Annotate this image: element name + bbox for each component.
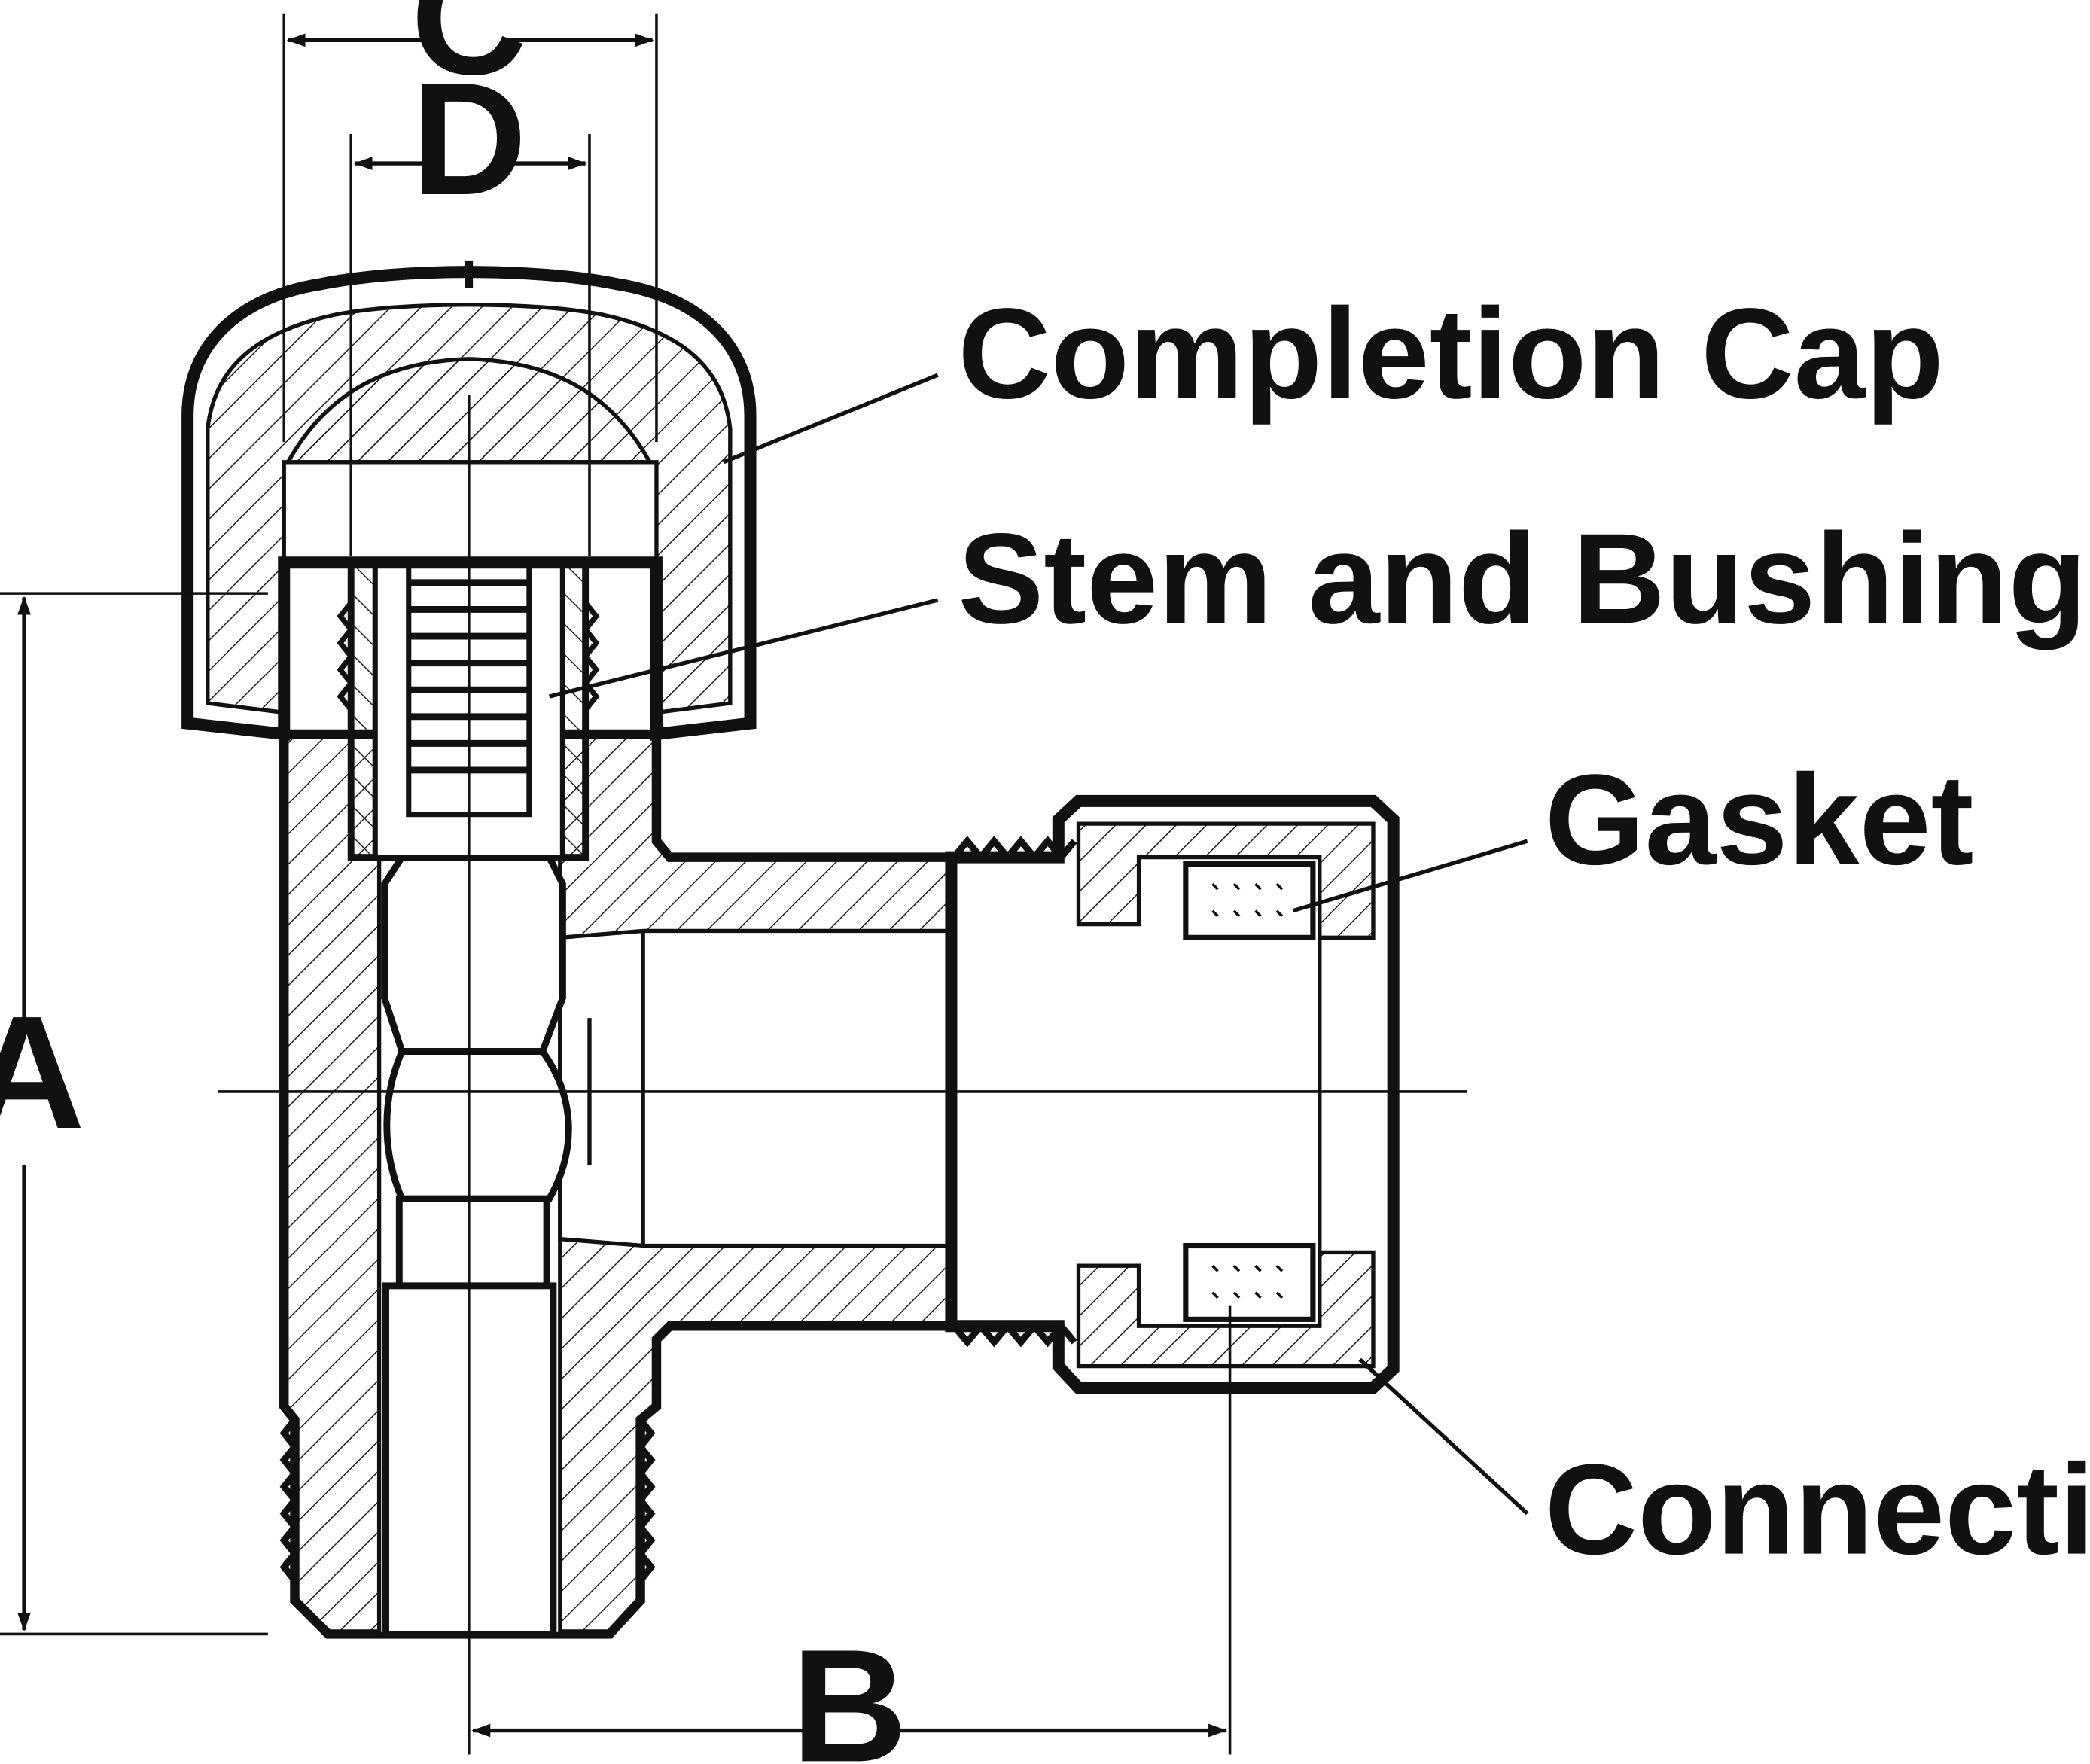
leader-lines <box>548 373 1529 1516</box>
dimension-d <box>349 133 591 556</box>
gasket <box>1183 861 1316 1322</box>
dimension-b <box>471 1305 1232 1755</box>
dimension-b-label: B <box>791 1616 907 1764</box>
connection-nut-label: Connection Nut <box>1545 1438 2090 1582</box>
dimension-a <box>0 592 268 1636</box>
stem-plug <box>381 854 572 1638</box>
stem-and-bushing-label: Stem and Bushing <box>958 507 2086 650</box>
gasket-label: Gasket <box>1545 748 1974 892</box>
center-lines <box>218 395 1467 1755</box>
dimension-d-label: D <box>411 50 527 229</box>
completion-cap-label: Completion Cap <box>958 282 1944 425</box>
dimension-c <box>282 13 658 443</box>
pipe-thread <box>279 1418 656 1583</box>
dimension-c-label: C <box>411 0 527 108</box>
dimension-a-label: A <box>0 983 85 1162</box>
connection-nut <box>945 794 1400 1394</box>
